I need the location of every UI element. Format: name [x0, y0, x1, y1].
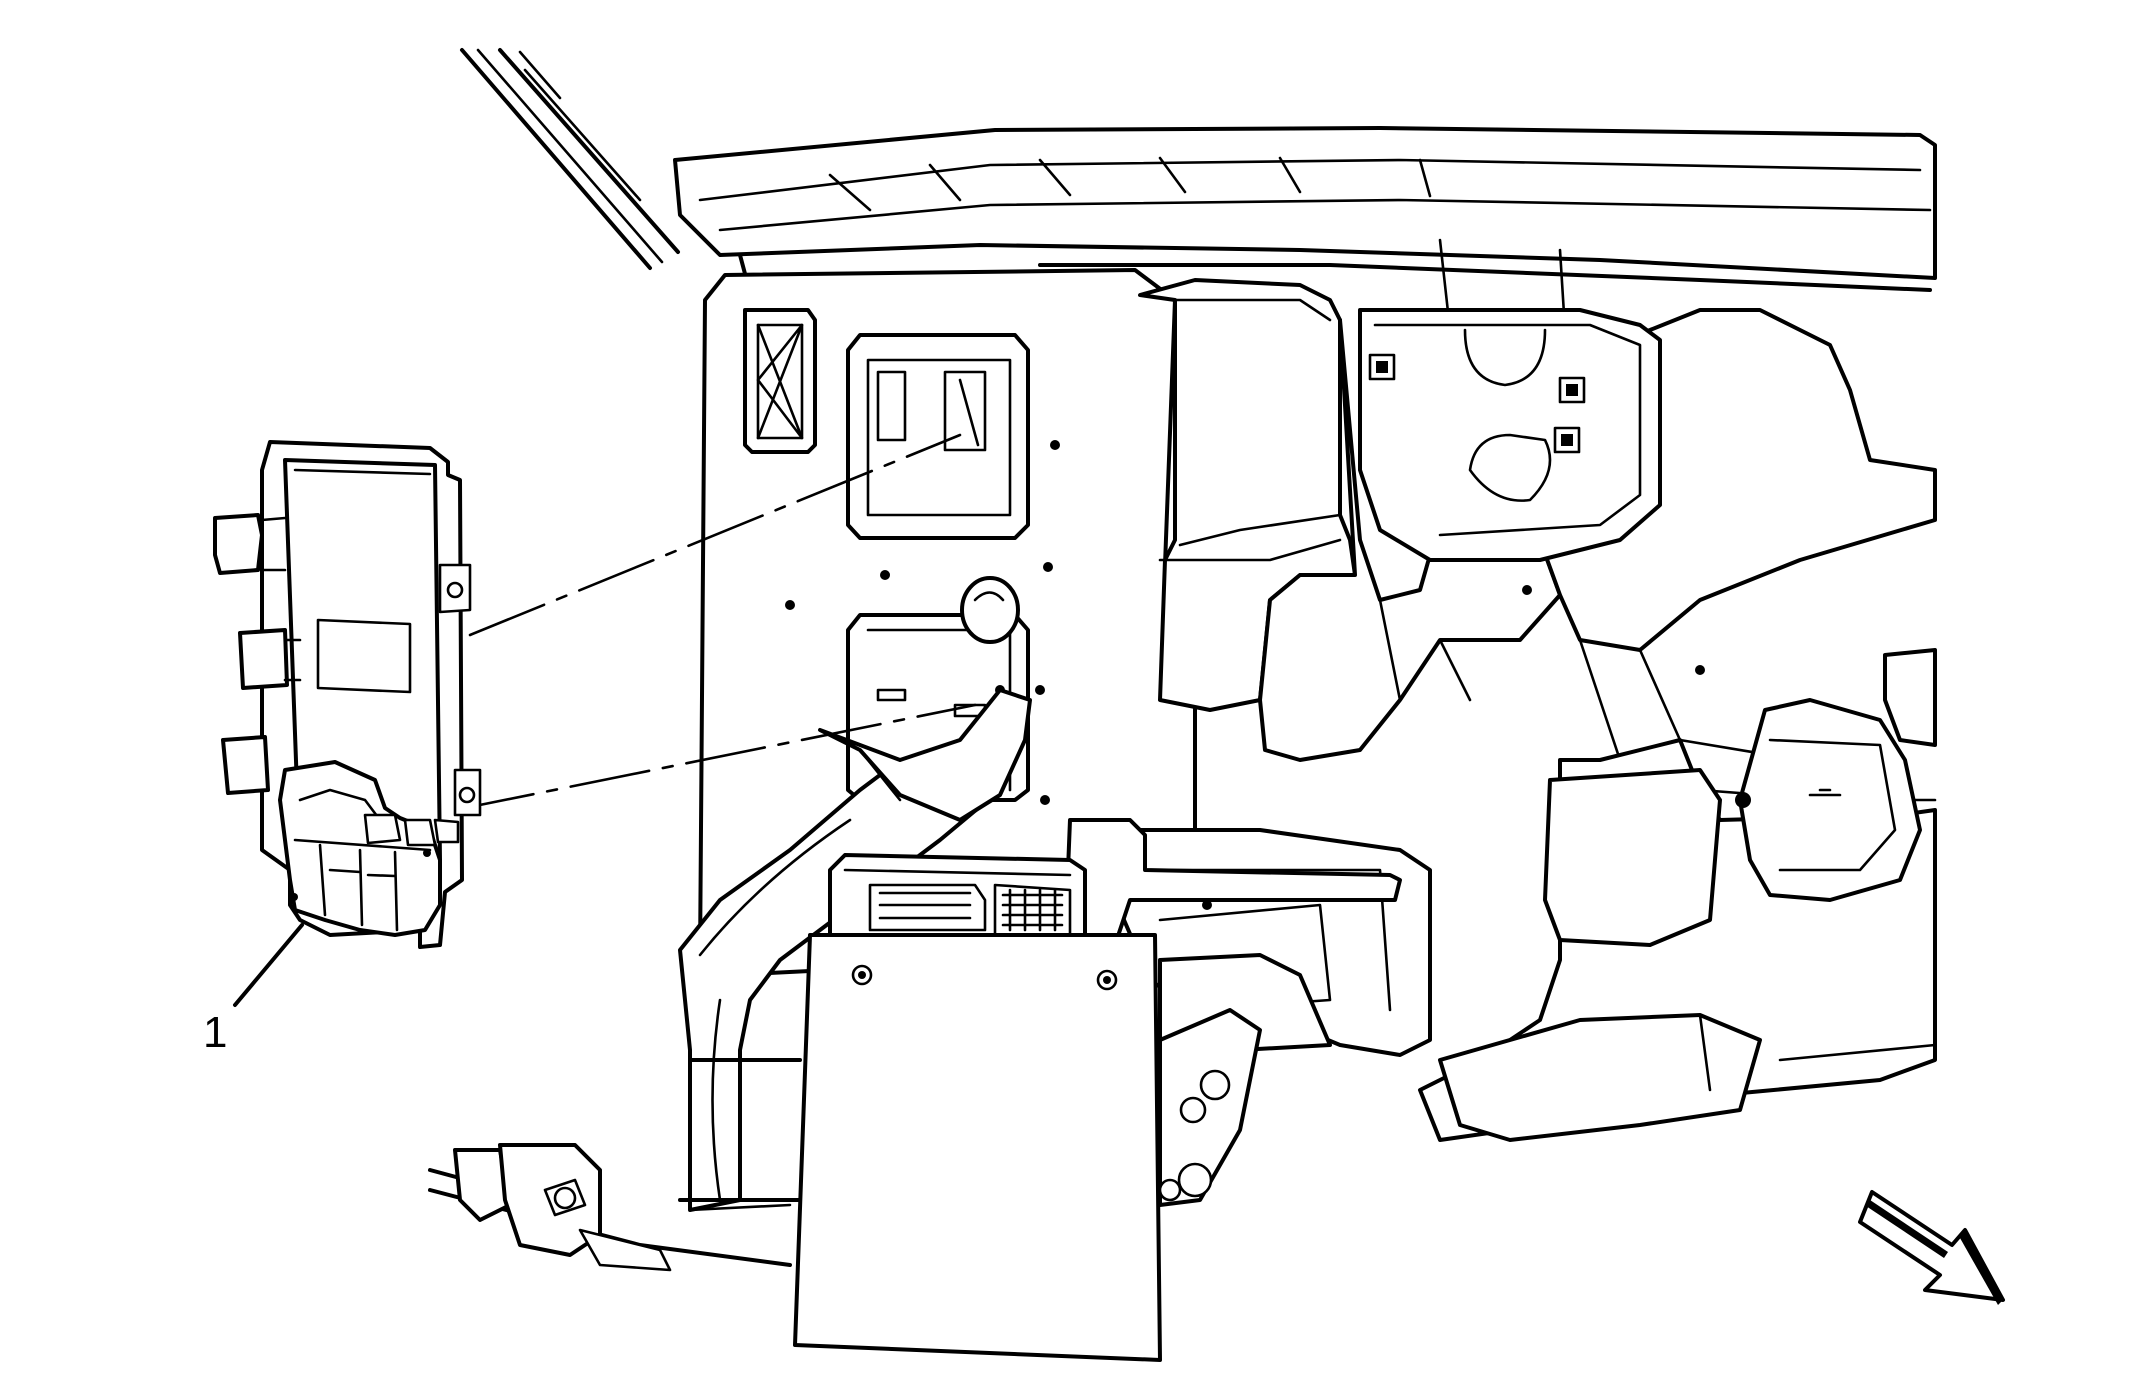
callout-1-label: 1 [203, 1008, 227, 1057]
right-lower-structure [1418, 648, 1937, 1142]
lower-right-fasteners [1158, 1008, 1262, 1207]
upper-right-bracket [1358, 308, 1662, 562]
body-control-module [213, 440, 482, 949]
front-direction-arrow-icon [1858, 1190, 2005, 1305]
alignment-leader-lines [453, 433, 977, 812]
callout-1: 1 [203, 923, 304, 1057]
lower-left-trim [428, 1143, 792, 1272]
callout-1-leader [233, 923, 304, 1007]
windshield-edge [460, 48, 680, 270]
lower-knee-plate [678, 933, 1162, 1362]
